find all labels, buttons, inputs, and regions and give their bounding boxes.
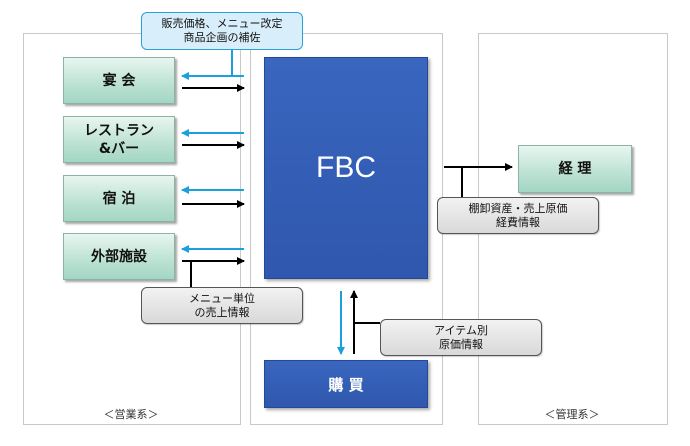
note-menu-sales-line1: メニュー単位 [189,291,255,305]
fbc-box: FBC [264,57,428,279]
dept-lodging: 宿 泊 [63,175,175,222]
note-price-menu-line1: 販売価格、メニュー改定 [161,17,283,30]
purchasing-box: 購 買 [264,360,428,408]
dept-banquet-label: 宴 会 [102,72,136,89]
note-price-menu-support: 販売価格、メニュー改定 商品企画の補佐 [141,12,303,50]
note-item-cost: アイテム別 原価情報 [380,319,542,356]
dept-banquet: 宴 会 [63,57,175,104]
dept-external-label: 外部施設 [91,248,147,265]
note-item-cost-line1: アイテム別 [434,323,488,337]
fbc-label: FBC [316,151,376,184]
dept-restaurant-label-1: レストラン [84,122,154,139]
note-inventory-line1: 棚卸資産・売上原価 [468,201,568,215]
dept-external-facilities: 外部施設 [63,233,175,280]
note-menu-sales: メニュー単位 の売上情報 [141,287,303,324]
dept-accounting: 経 理 [518,145,632,193]
admin-area-caption: ＜管理系＞ [544,408,600,421]
dept-lodging-label: 宿 泊 [102,190,136,207]
accounting-label: 経 理 [558,161,592,177]
note-inventory-expense: 棚卸資産・売上原価 経費情報 [437,197,599,234]
dept-restaurant-label-2: &バー [98,140,140,157]
dept-restaurant-bar: レストラン &バー [63,116,175,163]
purchasing-label: 購 買 [328,375,364,394]
note-price-menu-line2: 商品企画の補佐 [183,31,261,44]
note-menu-sales-line2: の売上情報 [194,305,250,319]
note-inventory-line2: 経費情報 [496,215,540,229]
note-item-cost-line2: 原価情報 [439,337,483,351]
sales-area-caption: ＜営業系＞ [103,408,159,421]
